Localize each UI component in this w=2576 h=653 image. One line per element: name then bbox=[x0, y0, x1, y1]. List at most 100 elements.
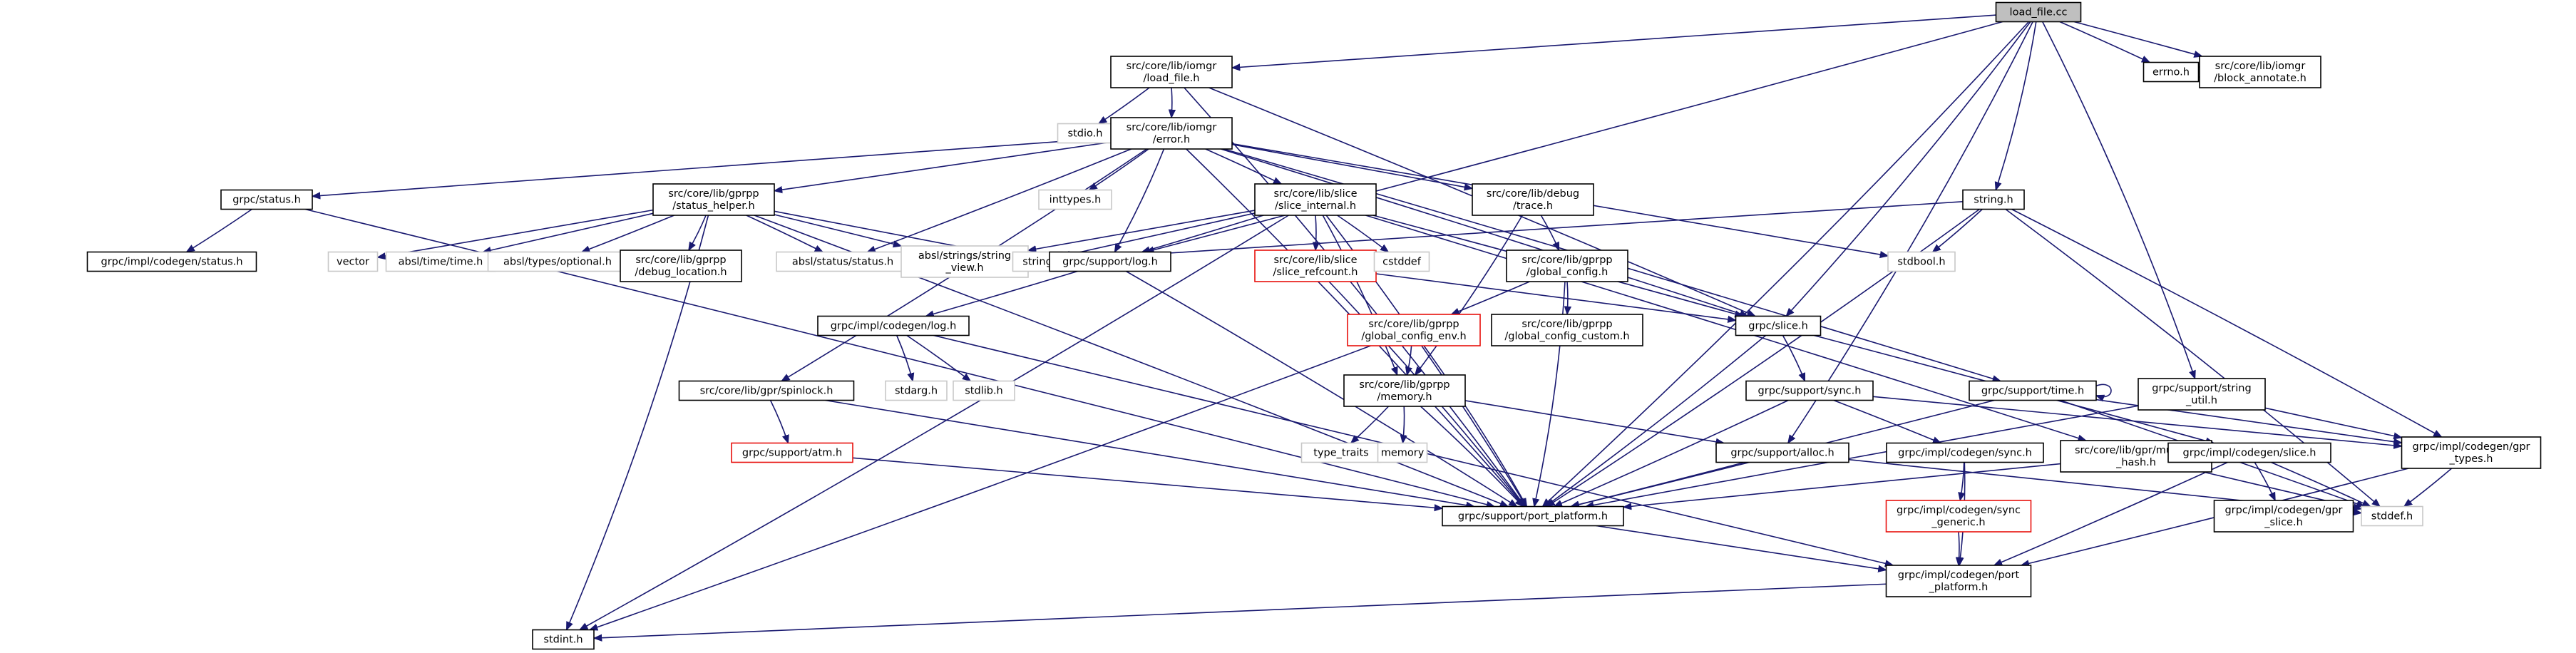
node-absl-status-h: absl/status/status.h bbox=[776, 251, 910, 272]
node-label-line: type_traits bbox=[1313, 448, 1368, 459]
node-codegen-gpr-slice-h[interactable]: grpc/impl/codegen/gpr_slice.h bbox=[2213, 500, 2354, 533]
node-label-line: stdlib.h bbox=[965, 386, 1003, 397]
node-slice-refcount-h[interactable]: src/core/lib/slice/slice_refcount.h bbox=[1254, 250, 1377, 282]
node-box bbox=[731, 442, 853, 463]
node-label-line: grpc/impl/codegen/sync bbox=[1897, 505, 2021, 516]
edge-support-string-util-h-to-codegen-gpr-types-h bbox=[2264, 407, 2402, 438]
node-gprpp-memory-h[interactable]: src/core/lib/gprpp/memory.h bbox=[1343, 374, 1466, 407]
include-edge bbox=[1375, 273, 1736, 320]
node-codegen-slice-h[interactable]: grpc/impl/codegen/slice.h bbox=[2167, 442, 2331, 463]
include-edge bbox=[689, 215, 707, 250]
node-support-sync-h[interactable]: grpc/support/sync.h bbox=[1745, 380, 1874, 401]
node-global-config-custom-h[interactable]: src/core/lib/gprpp/global_config_custom.… bbox=[1491, 314, 1643, 346]
node-label-line: _util.h bbox=[2185, 395, 2217, 406]
node-impl-codegen-status-h[interactable]: grpc/impl/codegen/status.h bbox=[86, 251, 257, 272]
node-status-helper-h[interactable]: src/core/lib/gprpp/status_helper.h bbox=[652, 183, 775, 216]
node-support-log-h[interactable]: grpc/support/log.h bbox=[1049, 251, 1171, 272]
edge-support-alloc-h-to-port-platform-h bbox=[1571, 461, 1745, 507]
node-stdint-h[interactable]: stdint.h bbox=[532, 629, 595, 650]
node-label-line: inttypes.h bbox=[1050, 195, 1102, 206]
node-label-line: _types.h bbox=[2449, 453, 2493, 465]
edge-error-h-to-grpc-status-h bbox=[312, 137, 1112, 196]
include-edge bbox=[1232, 14, 1996, 68]
node-label-line: /slice_internal.h bbox=[1275, 200, 1356, 212]
node-stdbool-h: stdbool.h bbox=[1887, 251, 1956, 272]
node-global-config-env-h[interactable]: src/core/lib/gprpp/global_config_env.h bbox=[1347, 314, 1481, 346]
edge-string-h-to-stdbool-h bbox=[1933, 208, 1983, 252]
include-edge bbox=[1960, 462, 1964, 501]
node-support-alloc-h[interactable]: grpc/support/alloc.h bbox=[1715, 442, 1849, 463]
node-grpc-slice-h[interactable]: grpc/slice.h bbox=[1735, 315, 1822, 336]
node-label-line: _hash.h bbox=[2115, 457, 2156, 468]
edge-iomgr-load-file-h-to-port-platform-h bbox=[1184, 87, 1525, 507]
node-label-line: /global_config_custom.h bbox=[1504, 331, 1629, 342]
node-label-line: errno.h bbox=[2152, 67, 2190, 78]
edge-load-file-cc-to-support-log-h bbox=[1146, 21, 2003, 252]
node-string-h[interactable]: string.h bbox=[1962, 189, 2025, 210]
node-codegen-port-platform-h[interactable]: grpc/impl/codegen/port_platform.h bbox=[1885, 565, 2032, 597]
node-errno-h[interactable]: errno.h bbox=[2143, 61, 2200, 83]
include-edge bbox=[1402, 406, 1404, 443]
node-iomgr-load-file-h[interactable]: src/core/lib/iomgr/load_file.h bbox=[1110, 56, 1233, 88]
node-codegen-sync-generic-h[interactable]: grpc/impl/codegen/sync_generic.h bbox=[1885, 500, 2032, 533]
edge-support-atm-h-to-port-platform-h bbox=[852, 457, 1442, 508]
node-label-line: absl/types/optional.h bbox=[503, 257, 612, 268]
node-grpc-status-h[interactable]: grpc/status.h bbox=[220, 189, 313, 210]
node-vector: vector bbox=[327, 251, 379, 272]
node-box bbox=[2138, 378, 2266, 411]
node-debug-trace-h[interactable]: src/core/lib/debug/trace.h bbox=[1472, 183, 1594, 216]
node-global-config-h[interactable]: src/core/lib/gprpp/global_config.h bbox=[1506, 250, 1628, 282]
node-label-line: grpc/support/time.h bbox=[1981, 386, 2084, 397]
node-label-line: grpc/impl/codegen/port bbox=[1898, 570, 2020, 581]
node-label-line: grpc/support/atm.h bbox=[742, 448, 842, 459]
node-error-h[interactable]: src/core/lib/iomgr/error.h bbox=[1110, 117, 1233, 150]
include-edge bbox=[1365, 215, 2085, 441]
include-edge bbox=[1567, 281, 1568, 314]
include-edge bbox=[774, 141, 1112, 190]
include-edge bbox=[594, 583, 1887, 638]
node-block-annotate-h[interactable]: src/core/lib/iomgr/block_annotate.h bbox=[2199, 56, 2321, 88]
edge-status-helper-h-to-absl-optional-h bbox=[582, 215, 674, 253]
edge-slice-internal-h-to-slice-refcount-h bbox=[1315, 215, 1316, 250]
edge-support-string-util-h-to-port-platform-h bbox=[1586, 405, 2139, 506]
node-label-line: /global_config_env.h bbox=[1361, 331, 1466, 342]
edge-grpc-status-h-to-impl-codegen-status-h bbox=[187, 208, 252, 252]
node-label-line: src/core/lib/iomgr bbox=[1127, 61, 1217, 72]
edge-support-sync-h-to-codegen-sync-h bbox=[1833, 399, 1941, 444]
node-box bbox=[900, 245, 1029, 278]
node-slice-internal-h[interactable]: src/core/lib/slice/slice_internal.h bbox=[1254, 183, 1377, 216]
node-label-line: grpc/impl/codegen/gpr bbox=[2412, 441, 2530, 453]
node-label-line: _generic.h bbox=[1931, 517, 1985, 528]
include-edge bbox=[1464, 400, 1724, 443]
include-edge bbox=[1415, 215, 1523, 375]
node-debug-location-h[interactable]: src/core/lib/gprpp/debug_location.h bbox=[620, 250, 742, 282]
include-edge bbox=[1571, 461, 1745, 507]
edge-error-h-to-absl-status-h bbox=[868, 148, 1132, 252]
node-box bbox=[1969, 380, 2097, 401]
include-edge bbox=[2059, 21, 2150, 63]
edge-grpc-slice-h-to-port-platform-h bbox=[1545, 334, 1767, 507]
include-edge bbox=[1782, 335, 1806, 381]
node-box bbox=[1715, 442, 1849, 463]
node-support-string-util-h[interactable]: grpc/support/string_util.h bbox=[2138, 378, 2266, 411]
node-label-line: grpc/support/port_platform.h bbox=[1458, 511, 1608, 523]
node-codegen-sync-h[interactable]: grpc/impl/codegen/sync.h bbox=[1886, 442, 2044, 463]
node-port-platform-h[interactable]: grpc/support/port_platform.h bbox=[1442, 505, 1624, 527]
node-label-line: grpc/impl/codegen/sync.h bbox=[1898, 448, 2032, 459]
node-spinlock-h[interactable]: src/core/lib/gpr/spinlock.h bbox=[678, 380, 855, 401]
node-support-time-h[interactable]: grpc/support/time.h bbox=[1969, 380, 2097, 401]
node-label-line: src/core/lib/gprpp bbox=[1359, 379, 1449, 391]
node-support-atm-h[interactable]: grpc/support/atm.h bbox=[731, 442, 853, 463]
include-edge bbox=[2254, 462, 2276, 501]
node-box bbox=[1038, 189, 1112, 210]
include-edge bbox=[896, 335, 913, 381]
node-box bbox=[1491, 314, 1643, 346]
node-box bbox=[1300, 442, 1382, 463]
node-codegen-gpr-types-h[interactable]: grpc/impl/codegen/gpr_types.h bbox=[2401, 436, 2542, 469]
node-load-file-cc[interactable]: load_file.cc bbox=[1995, 1, 2082, 23]
node-codegen-log-h[interactable]: grpc/impl/codegen/log.h bbox=[817, 315, 970, 336]
edge-string-h-to-string bbox=[1062, 200, 1964, 260]
edge-global-config-h-to-global-config-custom-h bbox=[1567, 281, 1568, 314]
edge-spinlock-h-to-port-platform-h bbox=[825, 399, 1474, 507]
